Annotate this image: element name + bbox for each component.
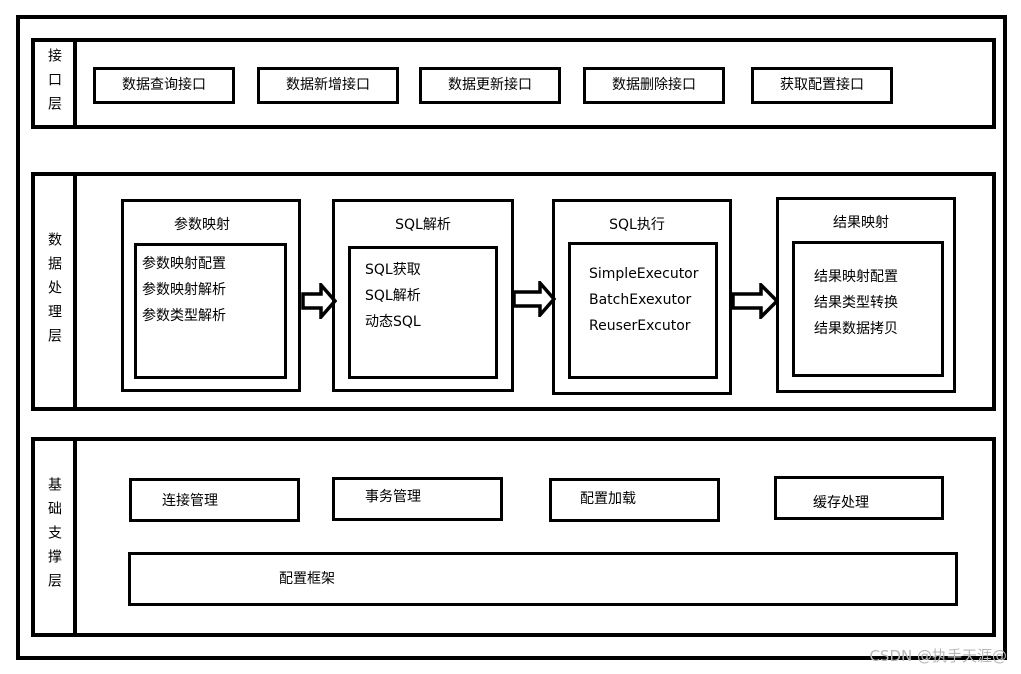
csdn-watermark: CSDN @执手天涯@ [869, 647, 1007, 665]
transaction-management-box: 事务管理 [332, 477, 503, 521]
param-mapping-item: 参数类型解析 [142, 308, 226, 324]
result-mapping-module: 结果映射 结果映射配置 结果类型转换 结果数据拷贝 [776, 197, 956, 393]
connection-management-box: 连接管理 [129, 478, 300, 522]
support-layer: 基础支撑层 连接管理 事务管理 配置加载 缓存处理 配置框架 [31, 437, 996, 637]
result-mapping-title: 结果映射 [833, 215, 889, 231]
transaction-management-label: 事务管理 [365, 489, 421, 505]
sql-execute-item: BatchExexutor [589, 292, 692, 308]
param-mapping-item: 参数映射解析 [142, 282, 226, 298]
processing-layer: 数据处理层 参数映射 参数映射配置 参数映射解析 参数类型解析 SQL解析 SQ… [31, 172, 996, 411]
sql-execute-details: SimpleExecutor BatchExexutor ReuserExcut… [568, 242, 718, 379]
result-mapping-item: 结果类型转换 [814, 295, 898, 311]
config-framework-label: 配置框架 [279, 571, 335, 587]
config-loading-label: 配置加载 [580, 491, 636, 507]
sql-parse-title: SQL解析 [395, 217, 451, 233]
query-interface-button: 数据查询接口 [93, 67, 235, 104]
interface-layer: 接口层 数据查询接口 数据新增接口 数据更新接口 数据删除接口 获取配置接口 [31, 38, 996, 129]
cache-handling-label: 缓存处理 [813, 495, 869, 511]
param-mapping-item: 参数映射配置 [142, 256, 226, 272]
support-layer-label: 基础支撑层 [46, 477, 62, 597]
update-interface-label: 数据更新接口 [448, 77, 532, 93]
processing-layer-label-cell: 数据处理层 [35, 176, 77, 407]
config-framework-box: 配置框架 [128, 552, 958, 606]
param-mapping-module: 参数映射 参数映射配置 参数映射解析 参数类型解析 [121, 199, 301, 392]
sql-execute-item: ReuserExcutor [589, 318, 691, 334]
config-loading-box: 配置加载 [549, 478, 720, 522]
connection-management-label: 连接管理 [162, 493, 218, 509]
create-interface-label: 数据新增接口 [286, 77, 370, 93]
flow-arrow-2 [512, 281, 556, 317]
sql-parse-item: 动态SQL [365, 314, 421, 330]
sql-parse-item: SQL解析 [365, 288, 421, 304]
update-interface-button: 数据更新接口 [419, 67, 561, 104]
result-mapping-item: 结果映射配置 [814, 269, 898, 285]
query-interface-label: 数据查询接口 [122, 77, 206, 93]
param-mapping-title: 参数映射 [174, 217, 230, 233]
result-mapping-details: 结果映射配置 结果类型转换 结果数据拷贝 [792, 241, 944, 377]
interface-layer-label: 接口层 [46, 47, 62, 120]
delete-interface-button: 数据删除接口 [583, 67, 725, 104]
sql-parse-item: SQL获取 [365, 262, 421, 278]
flow-arrow-3 [731, 283, 779, 319]
delete-interface-label: 数据删除接口 [612, 77, 696, 93]
create-interface-button: 数据新增接口 [257, 67, 399, 104]
sql-execute-title: SQL执行 [609, 217, 665, 233]
cache-handling-box: 缓存处理 [774, 476, 944, 520]
sql-parse-module: SQL解析 SQL获取 SQL解析 动态SQL [332, 199, 514, 392]
support-layer-label-cell: 基础支撑层 [35, 441, 77, 633]
param-mapping-details: 参数映射配置 参数映射解析 参数类型解析 [134, 243, 287, 379]
sql-execute-item: SimpleExecutor [589, 266, 699, 282]
result-mapping-item: 结果数据拷贝 [814, 321, 898, 337]
processing-layer-label: 数据处理层 [46, 231, 62, 352]
config-interface-label: 获取配置接口 [780, 77, 864, 93]
sql-execute-module: SQL执行 SimpleExecutor BatchExexutor Reuse… [552, 199, 732, 395]
flow-arrow-1 [301, 283, 337, 319]
config-interface-button: 获取配置接口 [751, 67, 893, 104]
interface-layer-label-cell: 接口层 [35, 42, 77, 125]
sql-parse-details: SQL获取 SQL解析 动态SQL [348, 246, 498, 379]
